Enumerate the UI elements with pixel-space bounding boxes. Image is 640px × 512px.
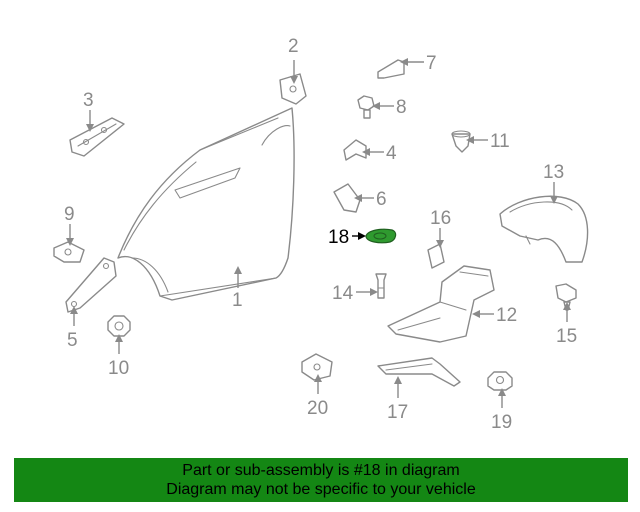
- callout-8[interactable]: 8: [396, 97, 407, 118]
- callout-2[interactable]: 2: [288, 36, 299, 57]
- part-16-retainer[interactable]: [427, 243, 445, 269]
- part-13-fender-liner[interactable]: [499, 195, 589, 263]
- part-1-fender[interactable]: [117, 107, 295, 301]
- part-10-nut[interactable]: [107, 315, 131, 337]
- part-17-bracket[interactable]: [377, 357, 461, 387]
- callout-labels: 1 2 3 4 5 6 7 8 9 10 11 12 13 14 15 16 1…: [64, 36, 577, 433]
- part-7-clip[interactable]: [377, 59, 405, 79]
- part-18-clip[interactable]: [365, 228, 397, 244]
- part-6-clip[interactable]: [333, 183, 361, 213]
- part-4-clip[interactable]: [343, 139, 367, 161]
- callout-18[interactable]: 18: [328, 227, 349, 248]
- callout-16[interactable]: 16: [430, 208, 451, 229]
- part-19-nut[interactable]: [487, 371, 513, 391]
- part-12-splash-shield[interactable]: [387, 265, 495, 343]
- leader-lines: [66, 58, 571, 408]
- callout-15[interactable]: 15: [556, 326, 577, 347]
- callout-10[interactable]: 10: [108, 358, 129, 379]
- callout-17[interactable]: 17: [387, 402, 408, 423]
- callout-20[interactable]: 20: [307, 398, 328, 419]
- callout-11[interactable]: 11: [490, 131, 510, 152]
- part-11-grommet[interactable]: [451, 130, 471, 153]
- info-banner: Part or sub-assembly is #18 in diagram D…: [14, 458, 628, 502]
- callout-13[interactable]: 13: [543, 162, 564, 183]
- callout-14[interactable]: 14: [332, 283, 354, 304]
- part-5-bracket[interactable]: [65, 257, 117, 313]
- callout-12[interactable]: 12: [496, 305, 517, 326]
- callout-9[interactable]: 9: [64, 204, 75, 225]
- banner-line-2: Diagram may not be specific to your vehi…: [166, 481, 476, 498]
- part-9-nut-clip[interactable]: [53, 241, 85, 263]
- callout-5[interactable]: 5: [67, 330, 78, 351]
- part-14-push-pin[interactable]: [375, 273, 387, 299]
- callout-1[interactable]: 1: [232, 290, 243, 311]
- part-20-clip-nut[interactable]: [301, 353, 333, 381]
- part-2-bracket[interactable]: [279, 73, 307, 105]
- callout-6[interactable]: 6: [376, 189, 387, 210]
- part-8-bolt[interactable]: [357, 95, 375, 119]
- callout-4[interactable]: 4: [386, 143, 397, 164]
- callout-3[interactable]: 3: [83, 90, 94, 111]
- banner-line-1: Part or sub-assembly is #18 in diagram: [182, 462, 460, 479]
- callout-19[interactable]: 19: [491, 412, 512, 433]
- part-3-bracket[interactable]: [69, 117, 125, 157]
- callout-7[interactable]: 7: [426, 53, 437, 74]
